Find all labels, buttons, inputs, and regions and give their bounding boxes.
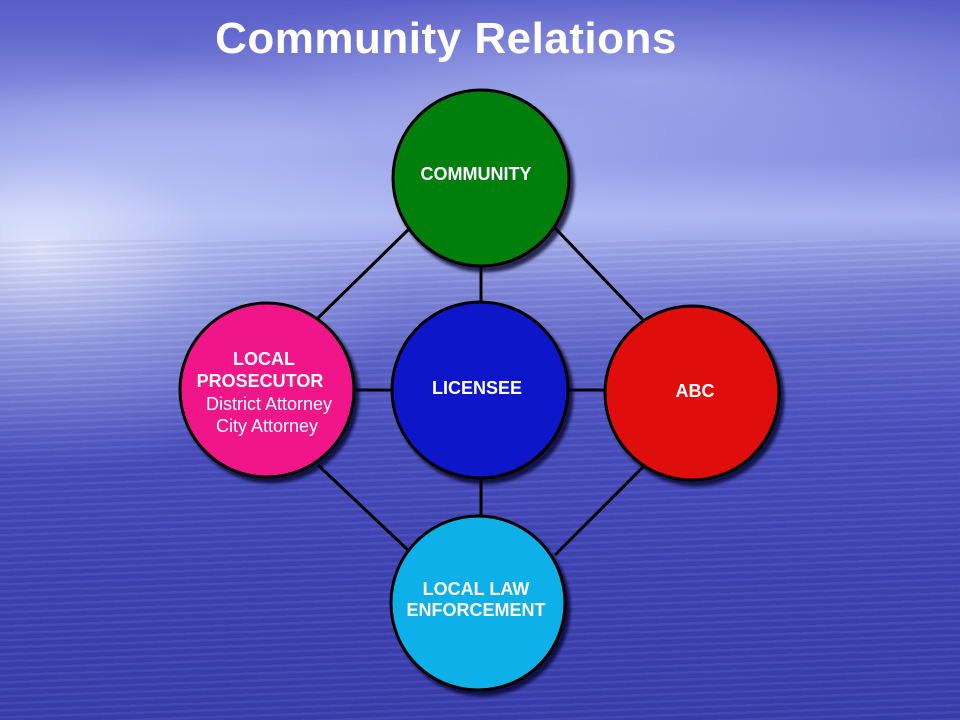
node-law-enforcement: LOCAL LAW ENFORCEMENT: [389, 514, 567, 692]
node-community-circle: [391, 88, 571, 268]
node-prosecutor-label-line2: PROSECUTOR: [197, 371, 324, 391]
node-law-enforcement-label-line2: ENFORCEMENT: [407, 600, 546, 620]
node-prosecutor-label-line1: LOCAL: [233, 349, 295, 369]
node-prosecutor-subline1: District Attorney: [206, 394, 332, 414]
node-abc-circle: [603, 304, 781, 482]
node-law-enforcement-circle: [389, 514, 567, 692]
node-licensee: LICENSEE: [390, 300, 570, 480]
node-prosecutor: LOCAL PROSECUTOR District Attorney City …: [178, 301, 356, 479]
connector-abc-law: [553, 463, 647, 557]
node-abc-label: ABC: [676, 381, 715, 401]
slide-title: Community Relations: [215, 14, 677, 63]
connector-community-abc: [553, 226, 647, 324]
node-abc: ABC: [603, 304, 781, 482]
node-licensee-circle: [390, 300, 570, 480]
node-community: COMMUNITY: [391, 88, 571, 268]
connector-prosecutor-law: [316, 463, 412, 554]
node-law-enforcement-label-line1: LOCAL LAW: [423, 579, 530, 599]
node-licensee-label: LICENSEE: [432, 378, 522, 398]
node-prosecutor-circle: [178, 301, 356, 479]
connectors: [316, 226, 647, 557]
node-prosecutor-subline2: City Attorney: [216, 416, 318, 436]
connector-community-prosecutor: [316, 226, 412, 320]
node-community-label: COMMUNITY: [421, 164, 532, 184]
